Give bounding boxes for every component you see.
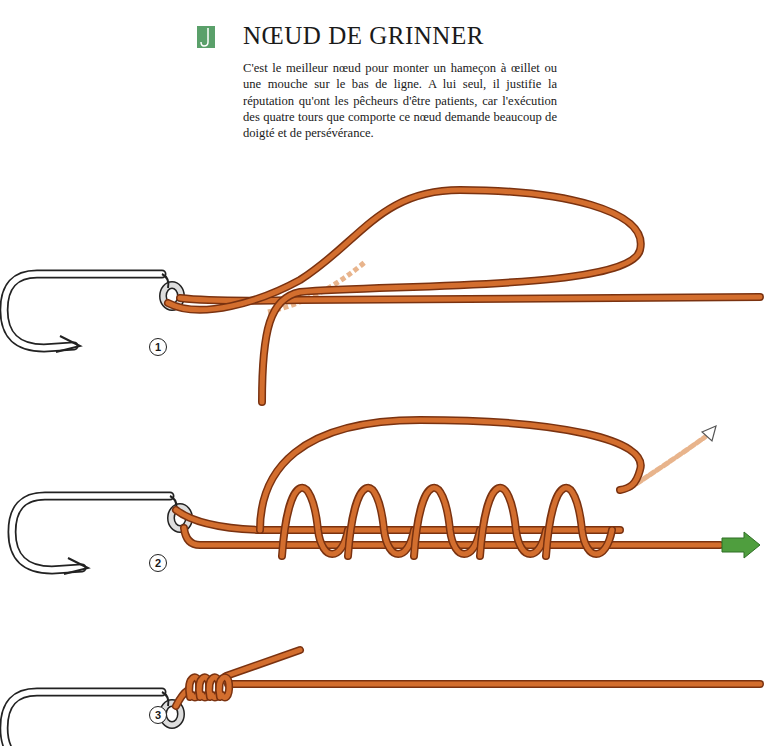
callout-number: 2 <box>149 554 167 572</box>
description-text: C'est le meilleur nœud pour monter un ha… <box>243 60 557 141</box>
step-1-figure <box>4 190 760 402</box>
title-icon <box>197 26 215 48</box>
step-3-figure <box>4 650 760 746</box>
title: NŒUD DE GRINNER <box>243 22 484 50</box>
callout-number: 1 <box>149 338 167 356</box>
callout-number: 3 <box>149 706 167 724</box>
step-2-figure <box>12 420 760 574</box>
